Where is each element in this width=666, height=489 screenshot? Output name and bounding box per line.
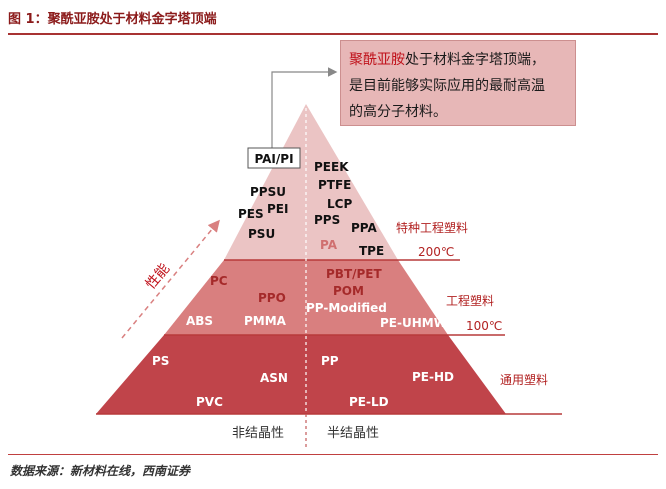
callout-connector	[271, 67, 338, 148]
callout-line-1-rest: 处于材料金字塔顶端，	[405, 52, 545, 68]
tier-top-materials: PPSU PEI PES PSU PEEK PTFE LCP PPS PPA T…	[238, 160, 384, 258]
material-label: PSU	[248, 227, 275, 241]
callout-highlight: 聚酰亚胺	[349, 52, 405, 68]
peak-label-box	[247, 147, 301, 169]
material-label: PES	[238, 207, 264, 221]
material-label: ABS	[186, 314, 213, 328]
peak-label: PAI/PI	[254, 152, 293, 166]
material-label: PE-UHMW	[380, 316, 447, 330]
tier-bottom-shape	[96, 335, 506, 414]
material-label: PP-Modified	[306, 301, 387, 315]
material-label: PE-LD	[349, 395, 389, 409]
material-label: PS	[152, 354, 169, 368]
material-label: ASN	[260, 371, 288, 385]
source-rule	[8, 454, 658, 455]
material-label: PEI	[267, 202, 288, 216]
material-label: PPSU	[250, 185, 286, 199]
material-label: PMMA	[244, 314, 287, 328]
material-label: PPO	[258, 291, 286, 305]
material-label: PC	[210, 274, 228, 288]
semicrystalline-label: 半结晶性	[327, 426, 379, 441]
material-label: POM	[333, 284, 364, 298]
material-label: PBT/PET	[326, 267, 383, 281]
callout-line-1: 聚酰亚胺处于材料金字塔顶端，	[349, 47, 567, 73]
title-rule	[8, 33, 658, 35]
tier-name-special: 特种工程塑料	[396, 220, 468, 235]
figure-title: 图 1：聚酰亚胺处于材料金字塔顶端	[8, 12, 217, 27]
tier-middle-materials: PC PPO PBT/PET POM	[210, 267, 383, 305]
material-label: PEEK	[314, 160, 349, 174]
tier-legend: 特种工程塑料 200℃ 工程塑料 100℃ 通用塑料	[396, 220, 548, 387]
source-note: 数据来源：新材料在线，西南证券	[10, 464, 191, 478]
amorphous-label: 非结晶性	[232, 426, 284, 441]
tier-bottom-materials: PS ASN PVC PP PE-HD PE-LD	[152, 354, 454, 409]
tier-middle-shape	[164, 260, 448, 335]
material-label: PTFE	[318, 178, 351, 192]
material-label: PE-HD	[412, 370, 454, 384]
callout-line-3: 的高分子材料。	[349, 104, 447, 120]
tier-middle-materials-light: ABS PMMA PP-Modified PE-UHMW	[186, 301, 447, 330]
tier-name-engineering: 工程塑料	[446, 293, 494, 308]
temp-100: 100℃	[466, 319, 502, 333]
material-label: PP	[321, 354, 339, 368]
material-label: LCP	[327, 197, 352, 211]
material-label: PA	[320, 238, 338, 252]
tier-top-shape	[224, 104, 398, 260]
performance-label: 性能	[143, 261, 173, 293]
material-label: PVC	[196, 395, 223, 409]
tier-name-general: 通用塑料	[500, 372, 548, 387]
callout-line-2: 是目前能够实际应用的最耐高温	[349, 78, 545, 94]
performance-arrow	[121, 219, 220, 339]
callout-box: 聚酰亚胺处于材料金字塔顶端， 是目前能够实际应用的最耐高温 的高分子材料。	[340, 40, 576, 126]
material-label: PPS	[314, 213, 340, 227]
temp-200: 200℃	[418, 245, 454, 259]
material-label: TPE	[359, 244, 384, 258]
material-label: PPA	[351, 221, 377, 235]
